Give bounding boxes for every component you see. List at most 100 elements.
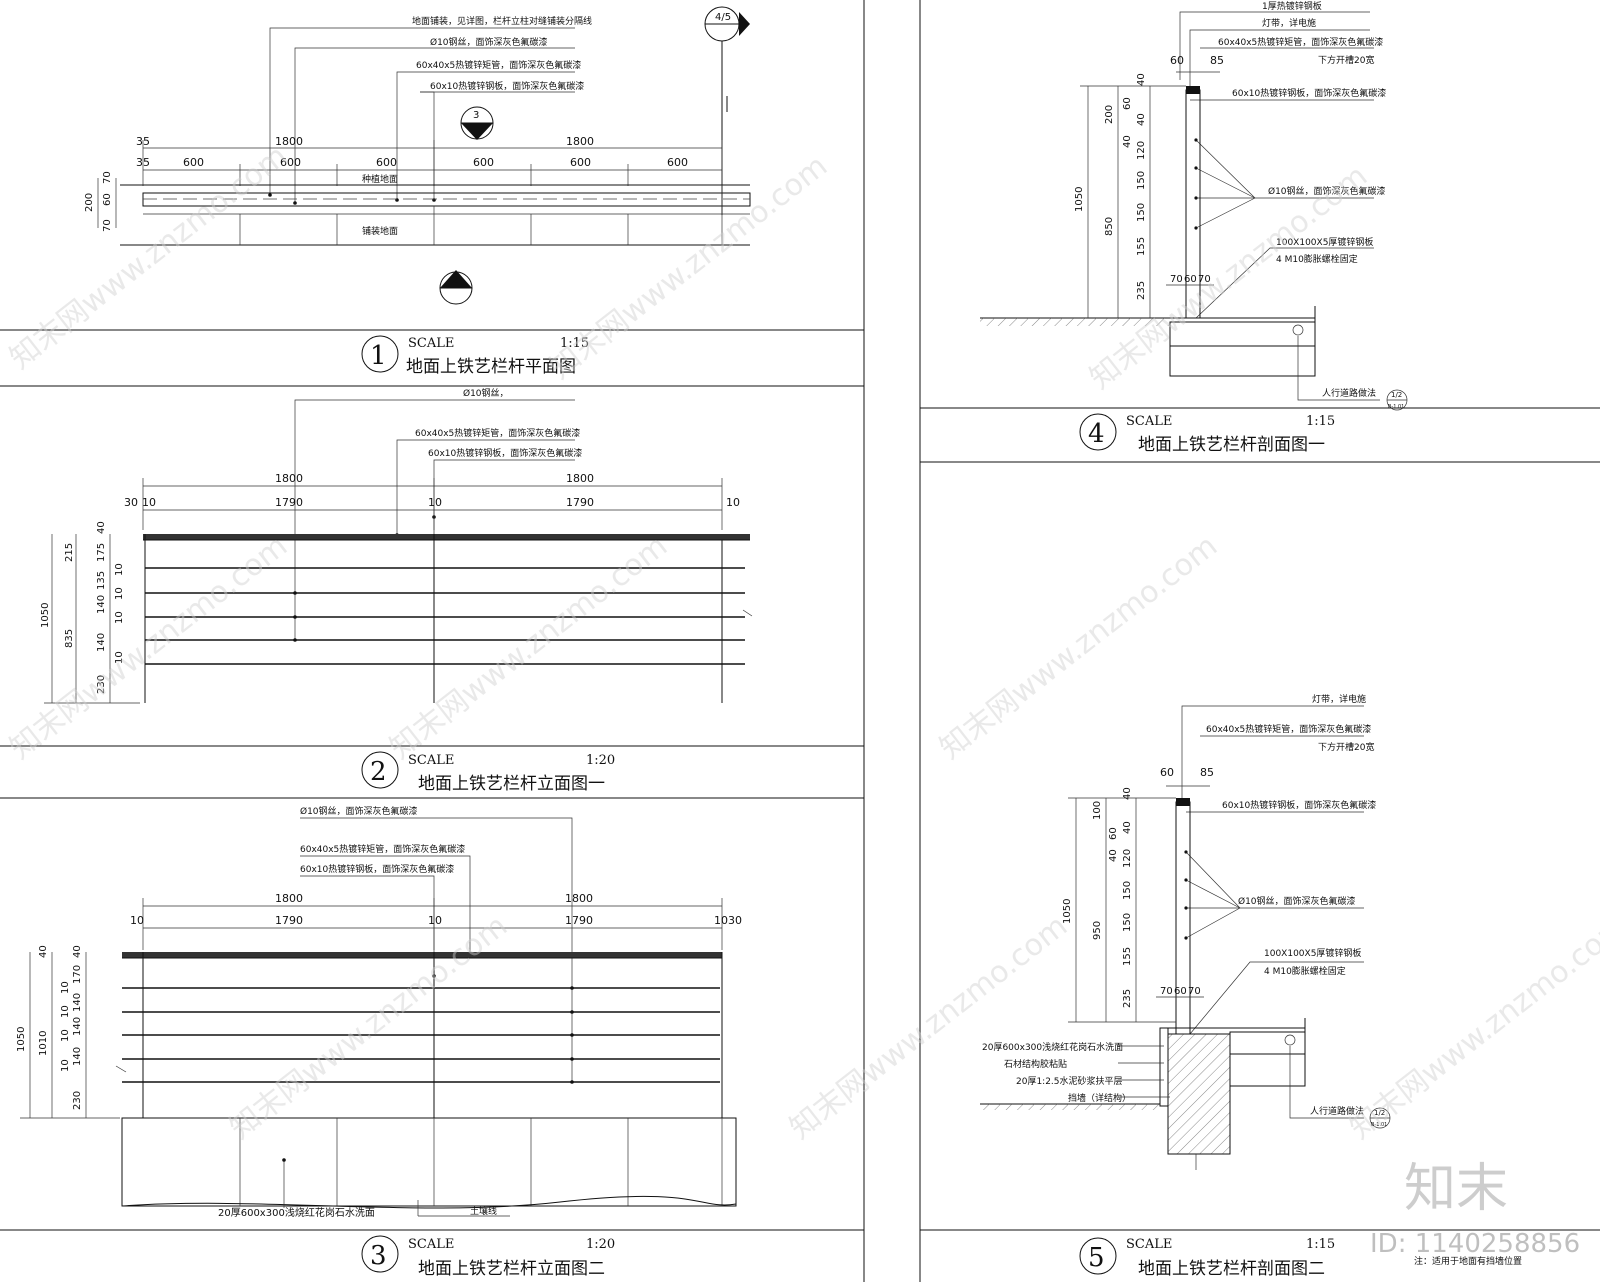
- d5-dim-150b: 150: [1122, 913, 1133, 932]
- drawing-3-elevation: Ø10钢丝，面饰深灰色氟碳漆 60x40x5热镀锌矩管，面饰深灰色氟碳漆 60x…: [16, 805, 742, 1279]
- d2-dim-10d: 10: [114, 651, 125, 664]
- d2-dim-30: 30: [124, 496, 138, 509]
- d1-title: 地面上铁艺栏杆平面图: [406, 357, 576, 377]
- d5-note-2: 石材结构胶粘贴: [1004, 1058, 1067, 1070]
- drawing-4-ground: 人行道路做法 1/2 B-1.01: [980, 306, 1408, 411]
- drawing-1-plan: 地面铺装，见详图，栏杆立柱对缝铺装分隔线 Ø10钢丝，面饰深灰色氟碳漆 60x4…: [84, 6, 751, 377]
- d2-dim-1790a: 1790: [275, 496, 303, 509]
- d5-dim-120: 120: [1122, 849, 1133, 868]
- d2-dim-10a: 10: [114, 563, 125, 576]
- watermark-text-4: 知末网www.znzmo.com: [383, 528, 674, 766]
- d2-dim-135: 135: [96, 571, 107, 590]
- watermark-text-1: 知末网www.znzmo.com: [3, 138, 294, 376]
- brand-watermark: 知末 ID: 1140258856: [1370, 1159, 1580, 1259]
- d5-dim-base-70a: 70: [1160, 986, 1173, 997]
- drawing-3-dims-left: 1050 40 1010 40 170 10 140 10 140 10 140…: [16, 945, 120, 1119]
- d5-dim-85: 85: [1200, 766, 1214, 779]
- drawing-2-title-block: 2 SCALE 1:20 地面上铁艺栏杆立面图一: [361, 751, 615, 794]
- d2-dim-10a: 10: [142, 496, 156, 509]
- d5-number: 5: [1088, 1243, 1105, 1273]
- drawing-2-dims-left: 1050 215 835 40 175 10 135 10 140 10 140…: [40, 521, 140, 704]
- d2-dim-1790b: 1790: [566, 496, 594, 509]
- d3-dim-10b: 10: [60, 1005, 71, 1018]
- d5-detail-ref: 1/2: [1374, 1109, 1385, 1117]
- drawing-5-wall-and-ground: 人行道路做法 1/2 B-1.01 20厚600x300浅烧红花岗石水洗面 石材…: [980, 1018, 1391, 1170]
- d2-dim-835: 835: [64, 629, 75, 648]
- d1-scale-label: SCALE: [408, 336, 454, 351]
- d4-dim-base-70b: 70: [1198, 274, 1211, 285]
- drawing-4-section: 1厚热镀锌钢板 灯带，详电施 60x40x5热镀锌矩管，面饰深灰色氟碳漆 下方开…: [980, 0, 1408, 455]
- d3-dim-10c: 10: [60, 1029, 71, 1042]
- d1-label-paving: 铺装地面: [362, 225, 398, 237]
- d1-number: 1: [370, 341, 387, 371]
- d5-dim-1050: 1050: [1062, 899, 1073, 924]
- d1-callout-1: 地面铺装，见详图，栏杆立柱对缝铺装分隔线: [412, 15, 592, 27]
- d4-detail-sub: B-1.01: [1388, 404, 1404, 410]
- d5-scale-label: SCALE: [1126, 1237, 1172, 1252]
- d5-detail-sub: B-1.01: [1371, 1122, 1387, 1128]
- drawing-1-dims-top: 35 1800 1800 35 600 600 600 600 600 600: [136, 135, 723, 186]
- d3-dim-140a: 140: [72, 993, 83, 1012]
- d3-dim-1790a: 1790: [275, 914, 303, 927]
- d4-detail-ref: 1/2: [1391, 391, 1402, 399]
- d1-callout-4: 60x10热镀锌钢板，面饰深灰色氟碳漆: [430, 80, 584, 92]
- d3-dim-10c: 10: [714, 914, 728, 927]
- drawing-1-plan-body: 种植地面 铺装地面: [120, 173, 751, 246]
- section-mark-4-5[interactable]: 4/5: [704, 6, 750, 215]
- drawing-2-dims-top: 1800 1800 30 10 1790 10 1790 10: [124, 472, 740, 530]
- watermark-text-9: 知末网www.znzmo.com: [1343, 908, 1600, 1146]
- d5-dim-base-70b: 70: [1188, 986, 1201, 997]
- d2-scale-label: SCALE: [408, 753, 454, 768]
- d2-dim-10c: 10: [114, 611, 125, 624]
- d4-number: 4: [1088, 419, 1105, 449]
- d5-callout-7: 4 M10膨胀螺栓固定: [1264, 965, 1346, 977]
- d4-dim-40c: 40: [1122, 135, 1133, 148]
- drawing-5-title-block: 5 SCALE 1:15 地面上铁艺栏杆剖面图二 注：适用于地面有挡墙位置: [1079, 1237, 1522, 1279]
- d5-dim-40a: 40: [1122, 787, 1133, 800]
- d1-dim-left-60: 60: [102, 193, 113, 206]
- d5-dim-950: 950: [1092, 921, 1103, 940]
- drawing-5-post: [1175, 798, 1191, 1035]
- d5-dim-235: 235: [1122, 989, 1133, 1008]
- d5-dim-40b: 40: [1122, 821, 1133, 834]
- d5-dim-60: 60: [1160, 766, 1174, 779]
- d4-callout-9: 人行道路做法: [1322, 387, 1376, 399]
- d4-callout-8: 4 M10膨胀螺栓固定: [1276, 253, 1358, 265]
- d1-dim-600-1: 600: [183, 156, 204, 169]
- d4-callout-5: 60x10热镀锌钢板，面饰深灰色氟碳漆: [1232, 87, 1386, 99]
- d3-dim-1010: 1010: [38, 1031, 49, 1056]
- d2-dim-175: 175: [96, 543, 107, 562]
- drawing-2-elevation: Ø10钢丝， 60x40x5热镀锌矩管，面饰深灰色氟碳漆 60x10热镀锌钢板，…: [40, 387, 753, 794]
- d3-dim-10b: 10: [428, 914, 442, 927]
- d1-dim-left-70a: 70: [102, 171, 113, 184]
- d4-dim-60: 60: [1122, 97, 1133, 110]
- watermark-layer: 知末网www.znzmo.com 知末网www.znzmo.com 知末网www…: [3, 138, 1600, 1146]
- d2-dim-215: 215: [64, 543, 75, 562]
- d1-dim-600-2: 600: [280, 156, 301, 169]
- drawing-3-dims-top: 1800 1800 10 1790 10 1790 10 30: [130, 892, 742, 950]
- d2-dim-10b: 10: [114, 587, 125, 600]
- d4-dim-155: 155: [1136, 237, 1147, 256]
- section-mark-3[interactable]: 3: [460, 106, 494, 140]
- section-mark-2[interactable]: 2: [439, 270, 473, 305]
- d3-dim-140c: 140: [72, 1047, 83, 1066]
- d4-dim-base-60: 60: [1184, 274, 1197, 285]
- d3-label-stone: 20厚600x300浅烧红花岗石水洗面: [218, 1206, 375, 1219]
- d3-dim-1050: 1050: [16, 1027, 27, 1052]
- brand-logo: 知末: [1404, 1159, 1508, 1219]
- d5-callout-8: 人行道路做法: [1310, 1105, 1364, 1117]
- drawing-2-railing: [143, 534, 753, 703]
- drawing-1-title-block: 1 SCALE 1:15 地面上铁艺栏杆平面图: [361, 335, 589, 377]
- d3-callout-3: 60x10热镀锌钢板，面饰深灰色氟碳漆: [300, 863, 454, 875]
- d4-scale: 1:15: [1306, 414, 1335, 429]
- watermark-text-2: 知末网www.znzmo.com: [543, 148, 834, 386]
- section-mark-2-label: 2: [452, 275, 458, 286]
- d5-note-3: 20厚1:2.5水泥砂浆扶平层: [1016, 1075, 1123, 1087]
- d4-callout-6: Ø10钢丝，面饰深灰色氟碳漆: [1268, 185, 1386, 197]
- d3-scale: 1:20: [586, 1237, 615, 1252]
- d5-scale: 1:15: [1306, 1237, 1335, 1252]
- d2-dim-140b: 140: [96, 633, 107, 652]
